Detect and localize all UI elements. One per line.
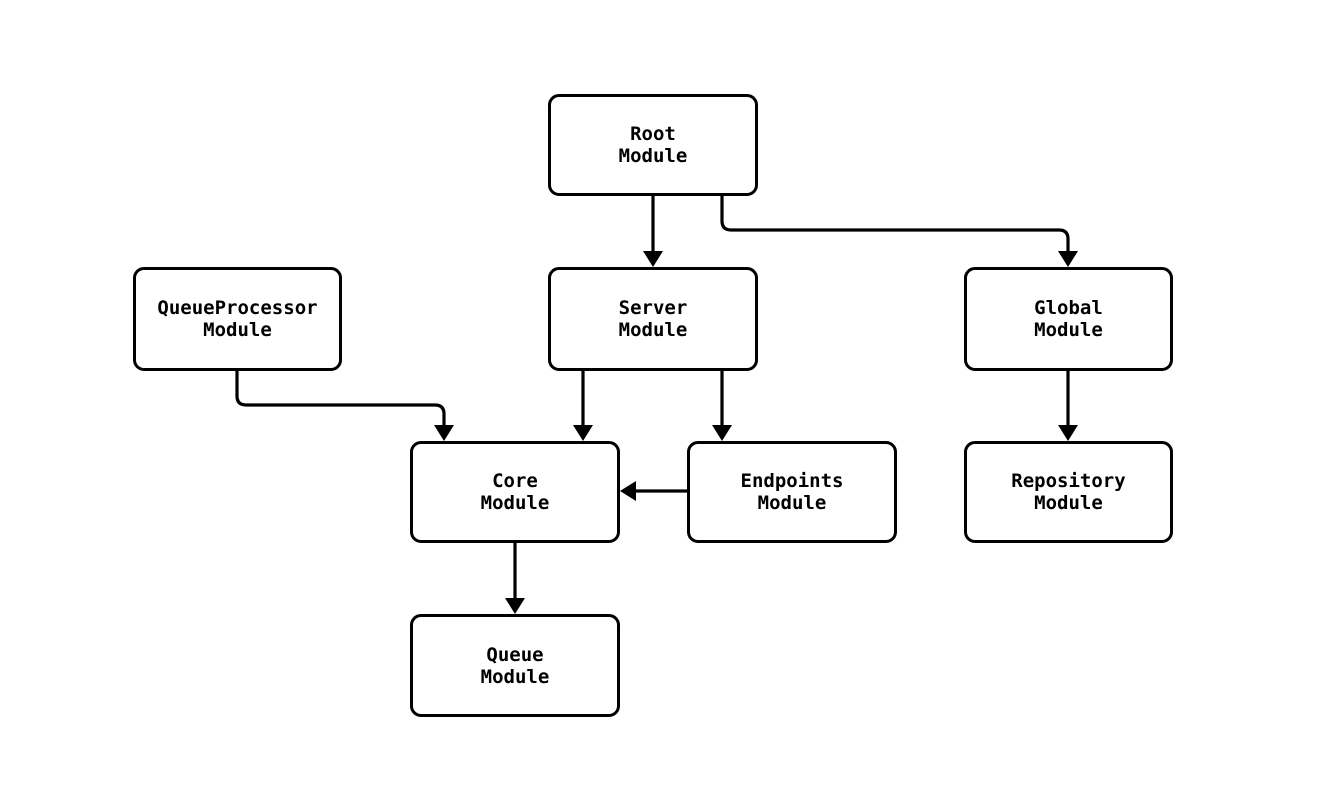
arrowhead-queueprocessor-core: [434, 425, 454, 441]
node-repository-module-line2: Module: [1034, 492, 1103, 514]
arrowhead-server-core: [573, 425, 593, 441]
edge-root-global: [720, 196, 1070, 258]
arrowhead-global-repository: [1058, 425, 1078, 441]
arrowhead-core-queue: [505, 598, 525, 614]
node-queueprocessor-module[interactable]: QueueProcessor Module: [133, 267, 342, 371]
node-server-module-line2: Module: [618, 319, 688, 341]
arrowhead-root-global: [1058, 251, 1078, 267]
edge-queueprocessor-core: [235, 371, 446, 432]
node-queueprocessor-module-line2: Module: [203, 319, 272, 341]
node-repository-module[interactable]: Repository Module: [964, 441, 1173, 543]
node-global-module[interactable]: Global Module: [964, 267, 1173, 371]
node-queue-module-line1: Queue: [486, 643, 544, 666]
node-core-module[interactable]: Core Module: [410, 441, 620, 543]
node-queueprocessor-module-line1: QueueProcessor: [157, 297, 318, 319]
node-endpoints-module-line1: Endpoints: [740, 470, 844, 492]
arrowhead-endpoints-core: [620, 481, 636, 501]
arrowhead-server-endpoints: [712, 425, 732, 441]
node-server-module[interactable]: Server Module: [548, 267, 758, 371]
node-server-module-line1: Server: [618, 297, 688, 319]
node-queue-module[interactable]: Queue Module: [410, 614, 620, 717]
node-repository-module-line1: Repository: [1011, 470, 1126, 492]
node-global-module-line2: Module: [1034, 319, 1103, 341]
node-root-module[interactable]: Root Module: [548, 94, 758, 196]
node-global-module-line1: Global: [1034, 297, 1103, 319]
node-endpoints-module[interactable]: Endpoints Module: [687, 441, 897, 543]
node-endpoints-module-line2: Module: [757, 492, 827, 514]
node-root-module-line2: Module: [618, 145, 688, 167]
node-root-module-line1: Root: [630, 123, 676, 145]
node-core-module-line1: Core: [492, 470, 538, 492]
node-queue-module-line2: Module: [480, 665, 550, 688]
arrowhead-root-server: [643, 251, 663, 267]
node-core-module-line2: Module: [480, 492, 550, 514]
